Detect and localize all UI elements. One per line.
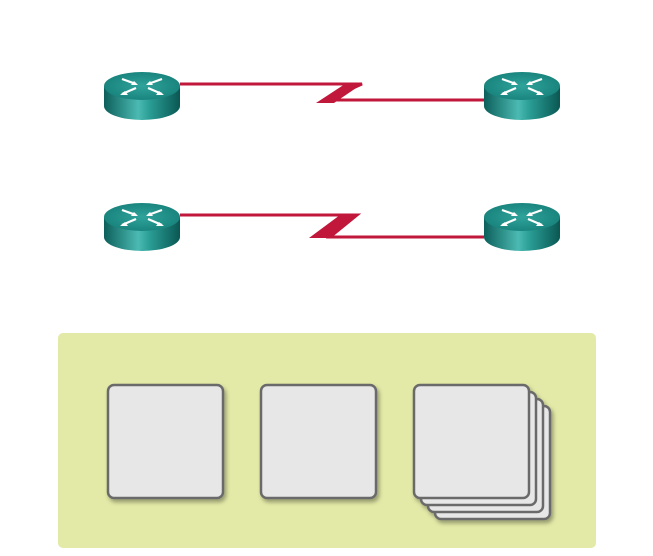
serial-link-bottom xyxy=(180,213,484,239)
serial-zigzag-bottom xyxy=(309,215,357,238)
router-bottom-left[interactable] xyxy=(102,201,182,253)
box-3-stack[interactable] xyxy=(412,383,531,500)
router-top-right[interactable] xyxy=(482,70,562,122)
router-top-left[interactable] xyxy=(102,70,182,122)
serial-zigzag-top xyxy=(316,84,362,103)
box-1[interactable] xyxy=(106,383,225,500)
box-2[interactable] xyxy=(259,383,378,500)
router-bottom-right[interactable] xyxy=(482,201,562,253)
